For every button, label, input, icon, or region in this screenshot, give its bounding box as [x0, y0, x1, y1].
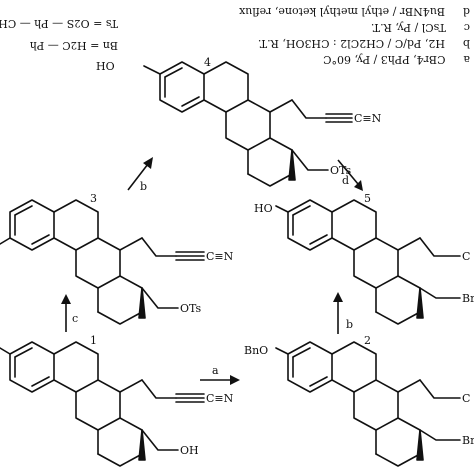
- compound-4: HO 4 C≡N OTs: [96, 56, 382, 187]
- compound-2-skeleton: [275, 341, 461, 467]
- compound-5-number: 5: [364, 192, 371, 205]
- legend-bn: Bn = H2C — Ph: [30, 39, 118, 52]
- compound-1: 1 C≡N OH: [0, 334, 234, 467]
- compound-5-skeleton: [275, 199, 461, 325]
- compound-1-number: 1: [90, 334, 97, 347]
- compound-4-number: 4: [204, 56, 211, 69]
- compound-4-ho: HO: [96, 60, 115, 73]
- compound-5-br: Br: [462, 292, 474, 305]
- arrow-b-left-label: b: [140, 180, 147, 193]
- compound-3-number: 3: [90, 192, 97, 205]
- condition-d: dBu4NBr / ethyl methyl ketone, reflux: [238, 5, 470, 18]
- legend-ts: Ts = O2S — Ph — CH3: [0, 17, 118, 30]
- compound-5-ho: HO: [254, 202, 273, 215]
- arrow-c: c: [61, 294, 78, 332]
- condition-c: cTsCl / Py, R.T.: [371, 21, 470, 34]
- conditions-list: aCBr4, PPh3 / Py, 60°C bH2, Pd/C / CH2Cl…: [238, 5, 470, 66]
- compound-5-right-top: C: [462, 250, 470, 263]
- compound-3-nitrile: C≡N: [206, 250, 234, 263]
- arrow-d-label: d: [342, 174, 349, 187]
- compound-2-number: 2: [364, 334, 371, 347]
- condition-b: bH2, Pd/C / CH2Cl2 : CH3OH, R.T.: [258, 37, 470, 50]
- arrow-b-right: b: [333, 292, 353, 334]
- compound-2: BnO 2 C Br: [244, 334, 474, 467]
- compound-4-skeleton: [143, 61, 353, 187]
- arrow-a: a: [200, 364, 240, 385]
- legend: Ts = O2S — Ph — CH3 Bn = H2C — Ph: [0, 17, 118, 52]
- compound-1-oh: OH: [180, 444, 199, 457]
- compound-3: 3 C≡N OTs: [0, 192, 234, 325]
- compound-2-bno: BnO: [244, 344, 268, 357]
- arrow-c-label: c: [72, 312, 78, 325]
- compound-3-skeleton: [0, 199, 205, 325]
- condition-a: aCBr4, PPh3 / Py, 60°C: [323, 53, 470, 66]
- arrow-b-right-label: b: [346, 318, 353, 331]
- compound-4-ots: OTs: [330, 164, 352, 177]
- arrow-d: d: [337, 159, 363, 191]
- compound-2-right-top: C: [462, 392, 470, 405]
- compound-4-nitrile: C≡N: [354, 112, 382, 125]
- compound-5: HO 5 C Br: [254, 192, 474, 325]
- arrow-b-left: b: [127, 157, 153, 193]
- compound-3-ots: OTs: [180, 302, 202, 315]
- compound-2-br: Br: [462, 434, 474, 447]
- compound-1-skeleton: [0, 341, 205, 467]
- arrow-a-label: a: [212, 364, 219, 377]
- compound-1-nitrile: C≡N: [206, 392, 234, 405]
